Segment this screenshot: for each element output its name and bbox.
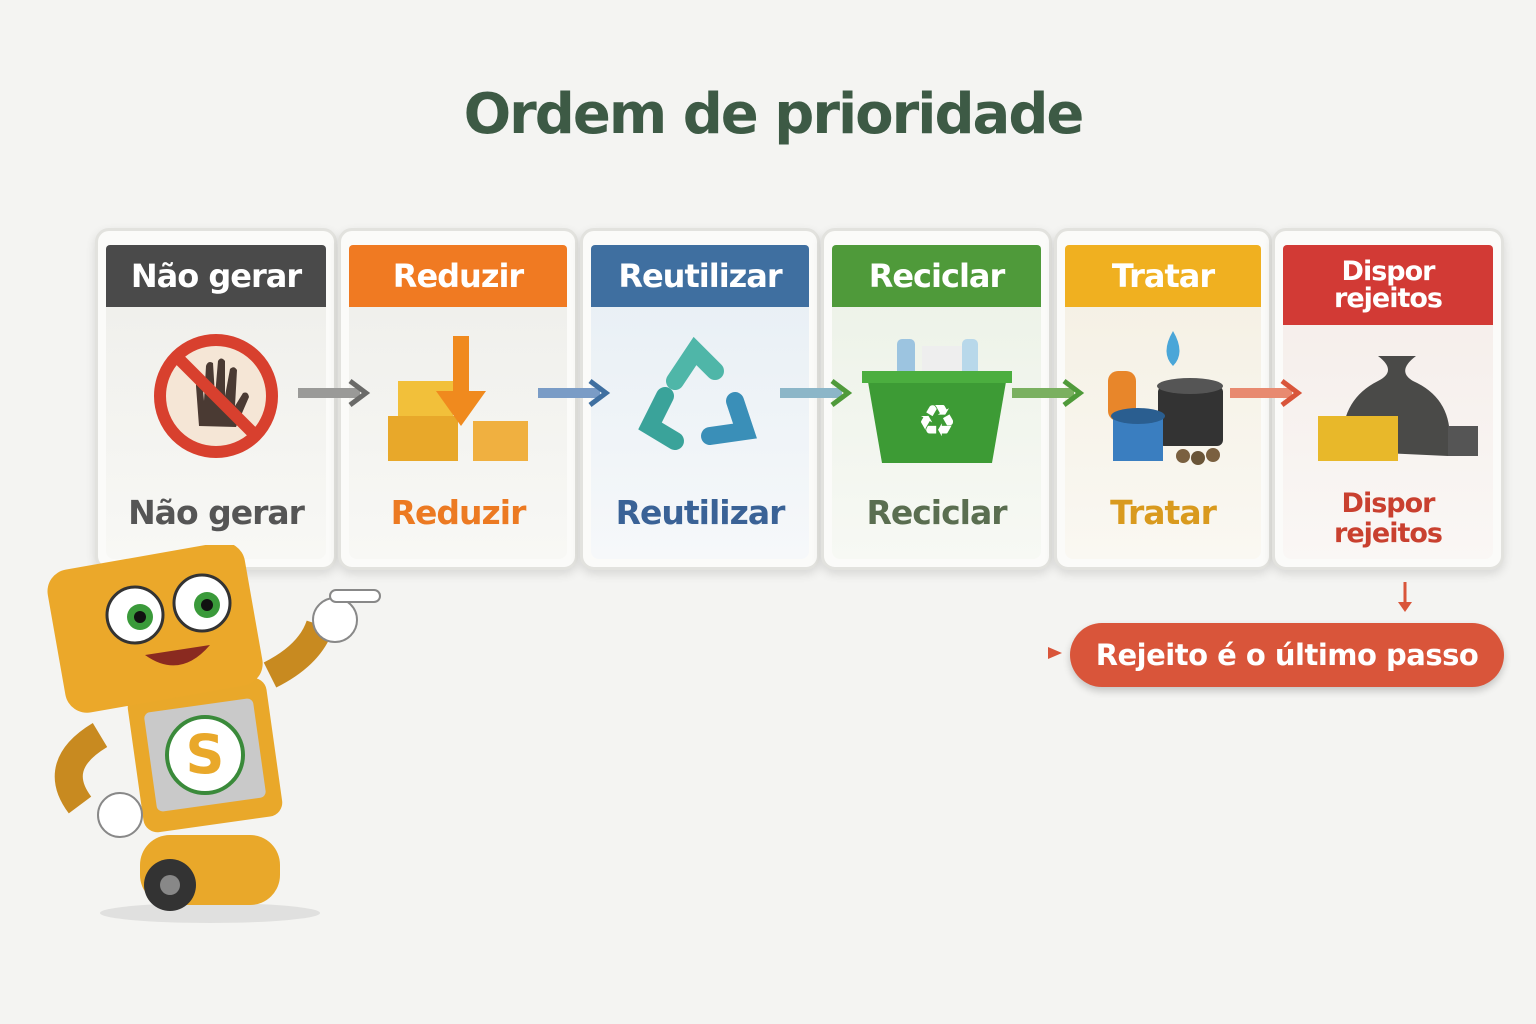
step-card-dispor-rejeitos: Dispor rejeitos Dispor rejeitos <box>1272 228 1504 570</box>
step-label: Não gerar <box>128 493 305 532</box>
long-arrow-icon <box>380 647 1062 659</box>
step-header: Tratar <box>1065 245 1261 307</box>
arrow-down-icon <box>1398 582 1412 612</box>
step-header: Reciclar <box>832 245 1041 307</box>
svg-text:♻: ♻ <box>917 396 956 447</box>
step-card-reduzir: Reduzir Reduzir <box>338 228 578 570</box>
step-card-reciclar: Reciclar ♻ Reciclar <box>821 228 1052 570</box>
step-label: Dispor rejeitos <box>1334 488 1443 549</box>
robot-mascot-icon: S <box>47 545 381 923</box>
step-card-tratar: Tratar Tratar <box>1054 228 1272 570</box>
page-title: Ordem de prioridade <box>463 82 1085 147</box>
step-label: Reutilizar <box>615 493 786 532</box>
step-header: Não gerar <box>106 245 326 307</box>
no-hand-icon <box>151 331 281 465</box>
step-header: Reduzir <box>349 245 567 307</box>
step-card-reutilizar: Reutilizar Reutilizar <box>580 228 820 570</box>
svg-text:S: S <box>186 723 225 786</box>
treatment-icon <box>1088 331 1238 475</box>
reuse-arrows-icon <box>635 331 765 465</box>
arrow-right-icon <box>1012 379 1085 407</box>
recycle-bin-icon: ♻ <box>861 331 1012 470</box>
step-header: Dispor rejeitos <box>1283 245 1493 325</box>
step-header: Reutilizar <box>591 245 809 307</box>
callout-pill: Rejeito é o último passo <box>1070 623 1504 687</box>
reduce-boxes-icon <box>378 331 538 475</box>
step-label: Tratar <box>1110 493 1217 532</box>
step-card-nao-gerar: Não gerar Não gerar <box>95 228 337 570</box>
arrow-right-icon <box>780 379 853 407</box>
trash-bag-icon <box>1298 341 1478 470</box>
arrow-right-icon <box>538 379 611 407</box>
arrow-right-icon <box>1230 379 1303 407</box>
step-label: Reciclar <box>866 493 1007 532</box>
arrow-right-icon <box>298 379 371 407</box>
step-label: Reduzir <box>390 493 527 532</box>
